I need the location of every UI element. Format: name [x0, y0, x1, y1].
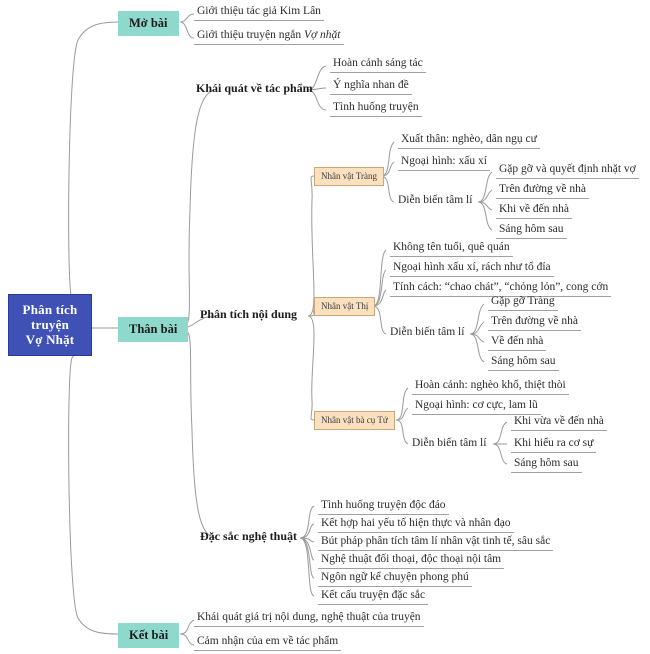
link-khaiquat-1: [307, 65, 327, 91]
link-bacutamli-1: [492, 421, 508, 445]
node-phan-tich-noi-dung[interactable]: Phân tích nội dung: [200, 307, 298, 321]
leaf-trang-tamli-3[interactable]: Khi về đến nhà: [496, 202, 572, 219]
node-khai-quat[interactable]: Khái quát về tác phẩm: [196, 81, 313, 95]
leaf-ketbai-2[interactable]: Cảm nhận của em về tác phẩm: [194, 634, 342, 651]
leaf-thi-1[interactable]: Không tên tuổi, quê quán: [390, 240, 513, 257]
leaf-mobai-2[interactable]: Giới thiệu truyện ngắn Vợ nhặt: [194, 28, 344, 45]
leaf-trang-1[interactable]: Xuất thân: nghèo, dân ngụ cư: [398, 132, 540, 149]
branch-mo-bai[interactable]: Mở bài: [118, 11, 179, 36]
link-thi-3: [372, 289, 387, 307]
node-nhan-vat-thi[interactable]: Nhân vật Thị: [314, 297, 376, 316]
leaf-bacu-tamli-2[interactable]: Khi hiểu ra cơ sự: [511, 436, 597, 453]
leaf-dacsac-5[interactable]: Ngôn ngữ kể chuyện phong phú: [318, 570, 472, 587]
leaf-dacsac-1[interactable]: Tình huống truyện độc đáo: [318, 498, 449, 515]
link-dacsac-1: [299, 505, 315, 539]
root-line-3: Vợ Nhặt: [25, 332, 75, 347]
leaf-ketbai-1[interactable]: Khái quát giá trị nội dung, nghệ thuật c…: [194, 610, 424, 627]
branch-than-bai[interactable]: Thân bài: [118, 317, 189, 342]
link-thitamli-4: [469, 333, 485, 363]
leaf-thi-tamli-2[interactable]: Trên đường về nhà: [488, 314, 581, 331]
leaf-bacu-1[interactable]: Hoàn cảnh: nghèo khổ, thiệt thòi: [412, 378, 569, 395]
root-line-1: Phân tích: [22, 302, 78, 317]
link-thitamli-3: [469, 333, 485, 343]
link-trangtamli-1: [477, 171, 493, 203]
leaf-bacu-tamli-3[interactable]: Sáng hôm sau: [511, 456, 582, 473]
link-bacutamli-3: [492, 443, 508, 465]
node-thi-dien-bien-tam-li[interactable]: Diễn biến tâm lí: [390, 326, 465, 338]
root-line-2: truyện: [30, 317, 70, 332]
leaf-trang-2[interactable]: Ngoại hình: xấu xí: [398, 154, 490, 171]
branch-ket-bai[interactable]: Kết bài: [118, 623, 180, 648]
leaf-thi-2[interactable]: Ngoại hình xấu xí, rách như tổ đỉa: [390, 260, 554, 277]
link-trangtamli-3: [477, 201, 493, 211]
leaf-mobai-1[interactable]: Giới thiệu tác giả Kim Lân: [194, 4, 324, 21]
link-root-ketbai: [68, 347, 119, 635]
link-ketbai-2: [179, 633, 195, 646]
link-bacu-1: [395, 387, 409, 421]
link-trangtamli-4: [477, 201, 493, 231]
link-mobai-2: [179, 21, 195, 39]
link-ketbai-1: [179, 619, 195, 635]
link-bacu-2: [395, 407, 409, 421]
leaf-dacsac-2[interactable]: Kết hợp hai yếu tố hiện thực và nhân đạo: [318, 516, 514, 533]
leaf-khaiquat-2[interactable]: Ý nghĩa nhan đề: [330, 78, 412, 95]
link-thitamli-1: [469, 303, 485, 335]
leaf-khaiquat-1[interactable]: Hoàn cảnh sáng tác: [330, 56, 426, 73]
link-bacu-3: [395, 419, 409, 445]
leaf-khaiquat-3[interactable]: Tình huống truyện: [330, 100, 422, 117]
link-phantich-bacuTu: [307, 315, 315, 421]
leaf-bacu-2[interactable]: Ngoại hình: cơ cực, lam lũ: [412, 398, 541, 415]
leaf-thi-3[interactable]: Tính cách: “chao chát”, “chỏng lỏn”, con…: [390, 280, 612, 297]
link-khaiquat-3: [307, 89, 327, 111]
node-nhan-vat-ba-cu-tu[interactable]: Nhân vật bà cụ Tứ: [314, 411, 395, 430]
root-node[interactable]: Phân tích truyện Vợ Nhặt: [8, 294, 92, 356]
leaf-trang-tamli-2[interactable]: Trên đường về nhà: [496, 182, 589, 199]
link-thanbai-dacsac: [179, 327, 217, 539]
leaf-thi-tamli-4[interactable]: Sáng hôm sau: [488, 354, 559, 371]
leaf-thi-tamli-3[interactable]: Về đến nhà: [488, 334, 547, 351]
leaf-dacsac-6[interactable]: Kết cấu truyện đặc sắc: [318, 588, 429, 605]
link-dacsac-6: [299, 537, 315, 597]
node-trang-dien-bien-tam-li[interactable]: Diễn biến tâm lí: [398, 194, 473, 206]
node-bacu-dien-bien-tam-li[interactable]: Diễn biến tâm lí: [412, 437, 487, 449]
leaf-thi-tamli-1[interactable]: Gặp gỡ Tràng: [488, 294, 558, 311]
leaf-trang-tamli-1[interactable]: Gặp gỡ và quyết định nhặt vợ: [496, 162, 639, 179]
link-mobai-1: [179, 13, 195, 23]
node-dac-sac-nghe-thuat[interactable]: Đặc sắc nghệ thuật: [200, 529, 298, 543]
link-thi-1: [372, 249, 387, 307]
leaf-dacsac-4[interactable]: Nghệ thuật đối thoại, độc thoại nội tâm: [318, 552, 505, 569]
leaf-trang-tamli-4[interactable]: Sáng hôm sau: [496, 222, 567, 239]
leaf-dacsac-3[interactable]: Bút pháp phân tích tâm lí nhân vật tinh …: [318, 534, 554, 551]
link-phantich-trang: [307, 175, 315, 317]
leaf-mobai-2-italic: Vợ nhặt: [304, 29, 341, 41]
link-root-mobai: [68, 21, 119, 311]
leaf-mobai-2-before: Giới thiệu truyện ngắn: [197, 29, 305, 41]
node-nhan-vat-trang[interactable]: Nhân vật Tràng: [314, 167, 384, 186]
leaf-bacu-tamli-1[interactable]: Khi vừa về đến nhà: [511, 414, 607, 431]
link-thanbai-khaiquat: [179, 89, 215, 329]
